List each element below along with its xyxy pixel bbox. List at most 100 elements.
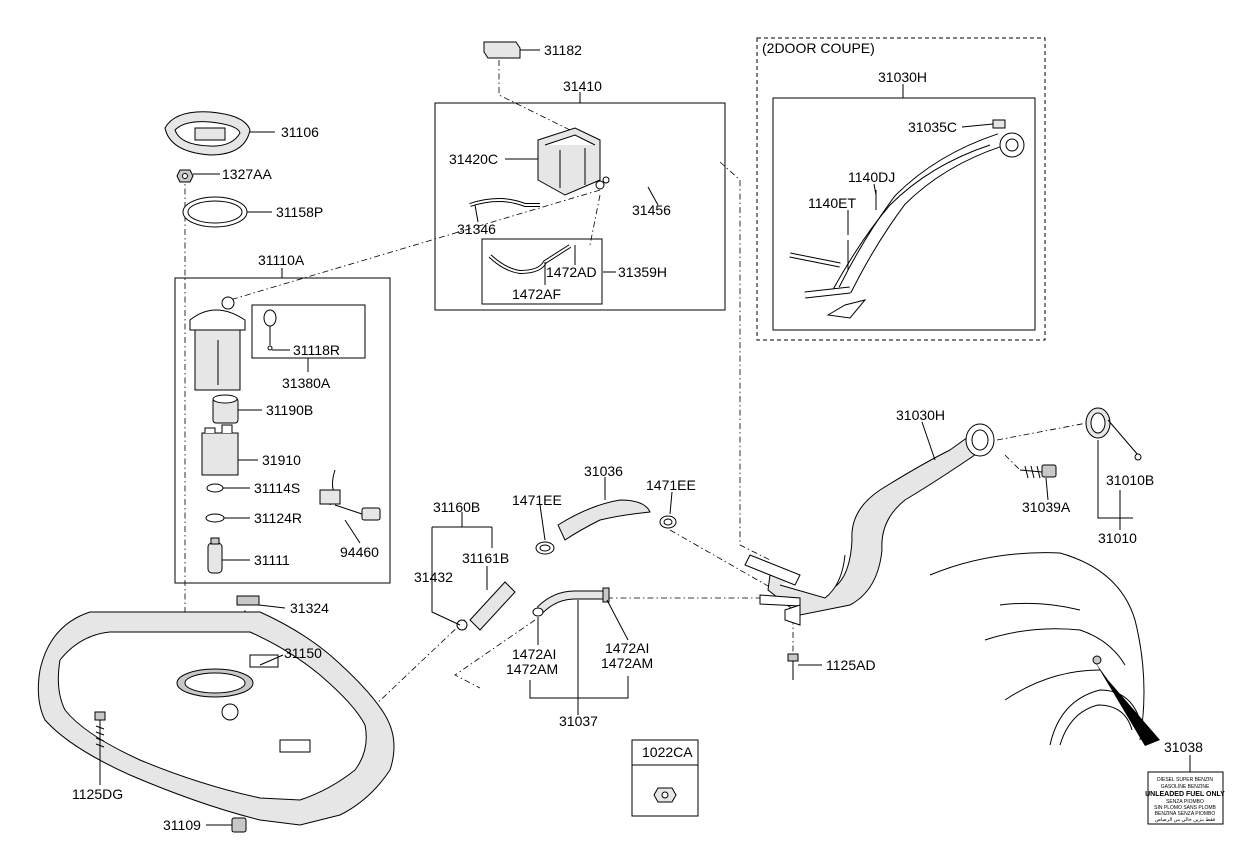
- nut-1022ca-box: [631, 739, 699, 817]
- clamp-1471ee-left-part: [535, 541, 555, 555]
- part-label-31039a: 31039A: [1022, 499, 1071, 515]
- fuel-label-line: UNLEADED FUEL ONLY: [1145, 791, 1225, 798]
- hose-subgroup-box: [481, 238, 603, 305]
- cover-31106-part: [164, 111, 251, 156]
- fuel-label-line: SIN PLOMO SANS PLOMB: [1154, 805, 1216, 811]
- part-label-31035c: 31035C: [908, 119, 957, 135]
- part-label-31114s: 31114S: [254, 480, 300, 496]
- sensor-94460-part: [319, 469, 381, 521]
- coupe-filler-box: [772, 97, 1036, 331]
- vehicle-rear-quarter-illustration: [929, 552, 1160, 746]
- bolt-1125dg-part: [94, 711, 106, 752]
- part-label-1140et: 1140ET: [808, 195, 856, 211]
- part-label-31158p: 31158P: [276, 204, 323, 220]
- plug-31109-part: [231, 817, 247, 833]
- bolt-1125ad-part: [787, 653, 799, 680]
- part-label-31010: 31010: [1098, 530, 1137, 546]
- part-label-31182: 31182: [544, 42, 582, 58]
- part-label-31030h-coupe: 31030H: [878, 69, 927, 85]
- part-label-31109: 31109: [163, 817, 201, 833]
- part-label-31324: 31324: [290, 600, 329, 616]
- fuel-label-line: GASOLINE BENZINE: [1161, 784, 1210, 790]
- filler-neck-31030h-part: [744, 423, 995, 626]
- part-label-1125ad: 1125AD: [826, 657, 876, 673]
- part-label-31110a: 31110A: [258, 252, 305, 268]
- gasket-31158p-part: [182, 196, 248, 228]
- part-label-31160b: 31160B: [433, 499, 480, 515]
- fuel-pump-assembly-part: [189, 296, 246, 391]
- part-label-31111: 31111: [254, 552, 290, 568]
- guide-line: [589, 194, 601, 246]
- part-label-94460: 94460: [340, 544, 379, 560]
- guide-line: [719, 161, 771, 561]
- nut-1327aa-part: [176, 169, 194, 183]
- part-label-31190b: 31190B: [266, 402, 313, 418]
- pump-motor-31111-part: [207, 537, 223, 574]
- part-label-1472am-right: 1472AM: [601, 655, 653, 671]
- fuel-label-line: SENZA PIOMBO: [1166, 799, 1204, 805]
- part-label-1472ad: 1472AD: [546, 264, 597, 280]
- cap-31182-part: [483, 41, 521, 59]
- hose-31359h-part: [488, 244, 572, 275]
- hose-31037-part: [532, 587, 610, 617]
- bolt-31039a-part: [1019, 464, 1057, 479]
- part-label-31030h: 31030H: [896, 407, 945, 423]
- part-label-31036: 31036: [584, 463, 623, 479]
- coupe-filler-neck-part: [789, 119, 1025, 319]
- filter-31161b-part: [456, 581, 516, 631]
- part-label-1472ai-left: 1472AI: [512, 646, 556, 662]
- hose-31346-part: [469, 198, 540, 207]
- coupe-section-title: (2DOOR COUPE): [762, 40, 875, 56]
- part-label-31346: 31346: [457, 221, 496, 237]
- part-label-31359h: 31359H: [618, 264, 667, 280]
- part-label-31910: 31910: [262, 452, 301, 468]
- oring-31124r-part: [205, 513, 225, 523]
- part-label-1327aa: 1327AA: [222, 166, 272, 182]
- fuel-cap-31010b-part: [1085, 407, 1142, 461]
- part-label-31106: 31106: [281, 124, 319, 140]
- part-label-31037: 31037: [559, 713, 598, 729]
- part-label-1022ca: 1022CA: [642, 744, 693, 760]
- part-label-31150: 31150: [284, 645, 322, 661]
- guide-line: [498, 60, 571, 131]
- oring-31114s-part: [206, 483, 224, 493]
- reservoir-31910-part: [201, 424, 239, 476]
- part-label-31456: 31456: [632, 202, 671, 218]
- valve-31324-part: [236, 595, 260, 606]
- coupe-section-box: [756, 37, 1046, 341]
- part-label-31432: 31432: [414, 569, 453, 585]
- part-label-1472am-left: 1472AM: [506, 661, 558, 677]
- part-label-1125dg: 1125DG: [72, 786, 123, 802]
- part-label-31010b: 31010B: [1106, 472, 1154, 488]
- part-label-31380a: 31380A: [282, 375, 331, 391]
- guide-line: [1004, 454, 1021, 471]
- part-label-1471ee-left: 1471EE: [512, 492, 562, 508]
- canister-31420c-part: [537, 127, 610, 196]
- hose-31036-part: [557, 499, 651, 541]
- part-label-1472ai-right: 1472AI: [605, 640, 649, 656]
- part-label-31410: 31410: [563, 78, 602, 94]
- part-label-31124r: 31124R: [254, 510, 302, 526]
- part-label-1140dj: 1140DJ: [848, 169, 895, 185]
- guide-line: [229, 189, 601, 301]
- clamp-1471ee-right-part: [659, 515, 677, 529]
- fuel-label-line: فقط بنزين خالي من الرصاص: [1155, 817, 1216, 823]
- part-label-31118r: 31118R: [293, 342, 340, 358]
- fuel-tank-31150-part: [37, 611, 395, 826]
- fuel-label-31038-part: DIESEL SUPER BENZIN GASOLINE BENZINE UNL…: [1145, 771, 1225, 825]
- part-label-31161b: 31161B: [462, 550, 509, 566]
- leader-lines: [99, 49, 1191, 826]
- guide-line: [996, 421, 1093, 441]
- fuel-label-line: BENZINA SENZA PIOMBO: [1155, 811, 1216, 817]
- part-label-31038: 31038: [1164, 739, 1203, 755]
- filter-31190b-part: [212, 394, 239, 424]
- part-label-1472af: 1472AF: [512, 286, 561, 302]
- part-label-1471ee-right: 1471EE: [646, 477, 696, 493]
- sender-31380a-part: [263, 309, 277, 351]
- guide-line: [454, 619, 536, 689]
- fuel-label-line: DIESEL SUPER BENZIN: [1157, 777, 1213, 783]
- guide-line: [369, 619, 466, 711]
- hose-31456-part: [611, 154, 711, 183]
- nut-1022ca-part: [653, 787, 677, 803]
